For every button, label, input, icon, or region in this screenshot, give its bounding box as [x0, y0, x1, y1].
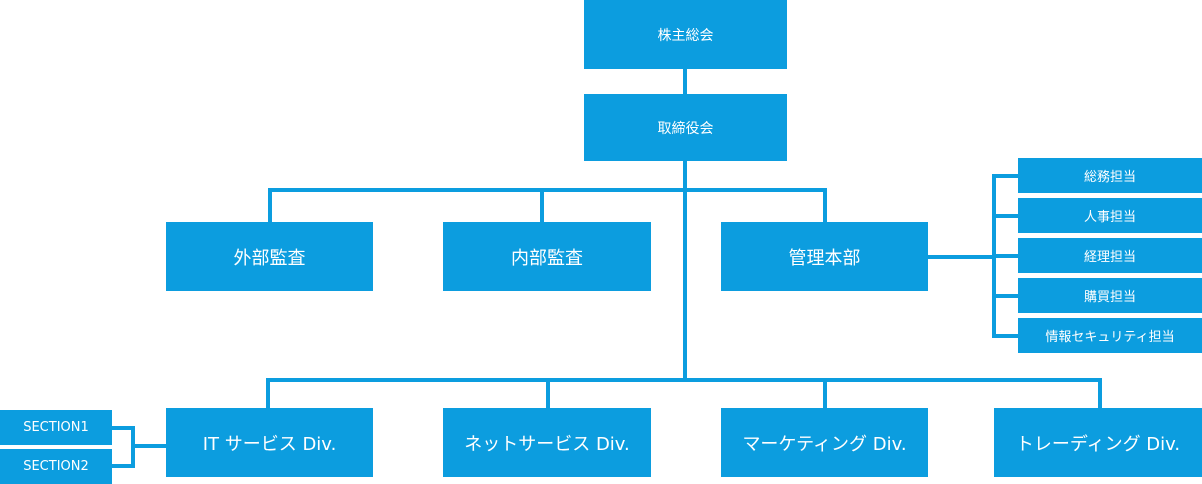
- node-unit-general-affairs: 総務担当: [1018, 158, 1202, 193]
- node-unit-infosec: 情報セキュリティ担当: [1018, 318, 1202, 353]
- node-management: 管理本部: [721, 222, 928, 291]
- connector-division-bar: [266, 378, 1102, 408]
- connector-audit-bar: [268, 188, 827, 222]
- node-section-1: SECTION1: [0, 410, 112, 445]
- node-div-net-service: ネットサービス Div.: [443, 408, 651, 477]
- node-board: 取締役会: [584, 94, 787, 161]
- node-unit-hr: 人事担当: [1018, 198, 1202, 233]
- node-unit-accounting: 経理担当: [1018, 238, 1202, 273]
- node-unit-purchasing: 購買担当: [1018, 278, 1202, 313]
- node-div-it-service: IT サービス Div.: [166, 408, 373, 477]
- node-external-audit: 外部監査: [166, 222, 373, 291]
- node-shareholders: 株主総会: [584, 0, 787, 69]
- node-internal-audit: 内部監査: [443, 222, 651, 291]
- node-div-marketing: マーケティング Div.: [721, 408, 928, 477]
- node-section-2: SECTION2: [0, 449, 112, 484]
- connector-sections-bracket: [112, 426, 135, 468]
- node-div-trading: トレーディング Div.: [994, 408, 1202, 477]
